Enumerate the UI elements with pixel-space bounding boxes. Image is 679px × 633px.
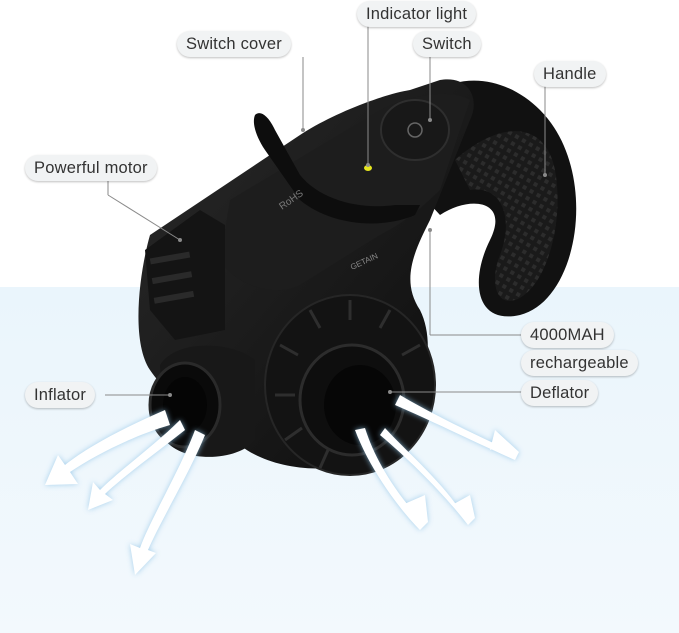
pump-body: RoHS GETAIN — [138, 79, 474, 476]
label-inflator: Inflator — [25, 382, 96, 408]
deflator-nozzle — [298, 343, 406, 457]
label-switch: Switch — [413, 31, 481, 57]
switch-cover — [253, 113, 420, 224]
airflow-arrows — [45, 395, 519, 575]
callout-leaders — [105, 26, 546, 396]
label-deflator: Deflator — [521, 380, 599, 406]
label-powerful-motor: Powerful motor — [25, 155, 157, 181]
label-handle: Handle — [534, 61, 606, 87]
label-switch-cover: Switch cover — [177, 31, 291, 57]
motor — [145, 210, 225, 340]
power-switch — [380, 99, 450, 161]
label-indicator-light: Indicator light — [357, 1, 477, 27]
label-rechargeable: rechargeable — [521, 350, 638, 376]
indicator-led — [364, 165, 372, 171]
label-battery-capacity: 4000MAH — [521, 322, 614, 348]
